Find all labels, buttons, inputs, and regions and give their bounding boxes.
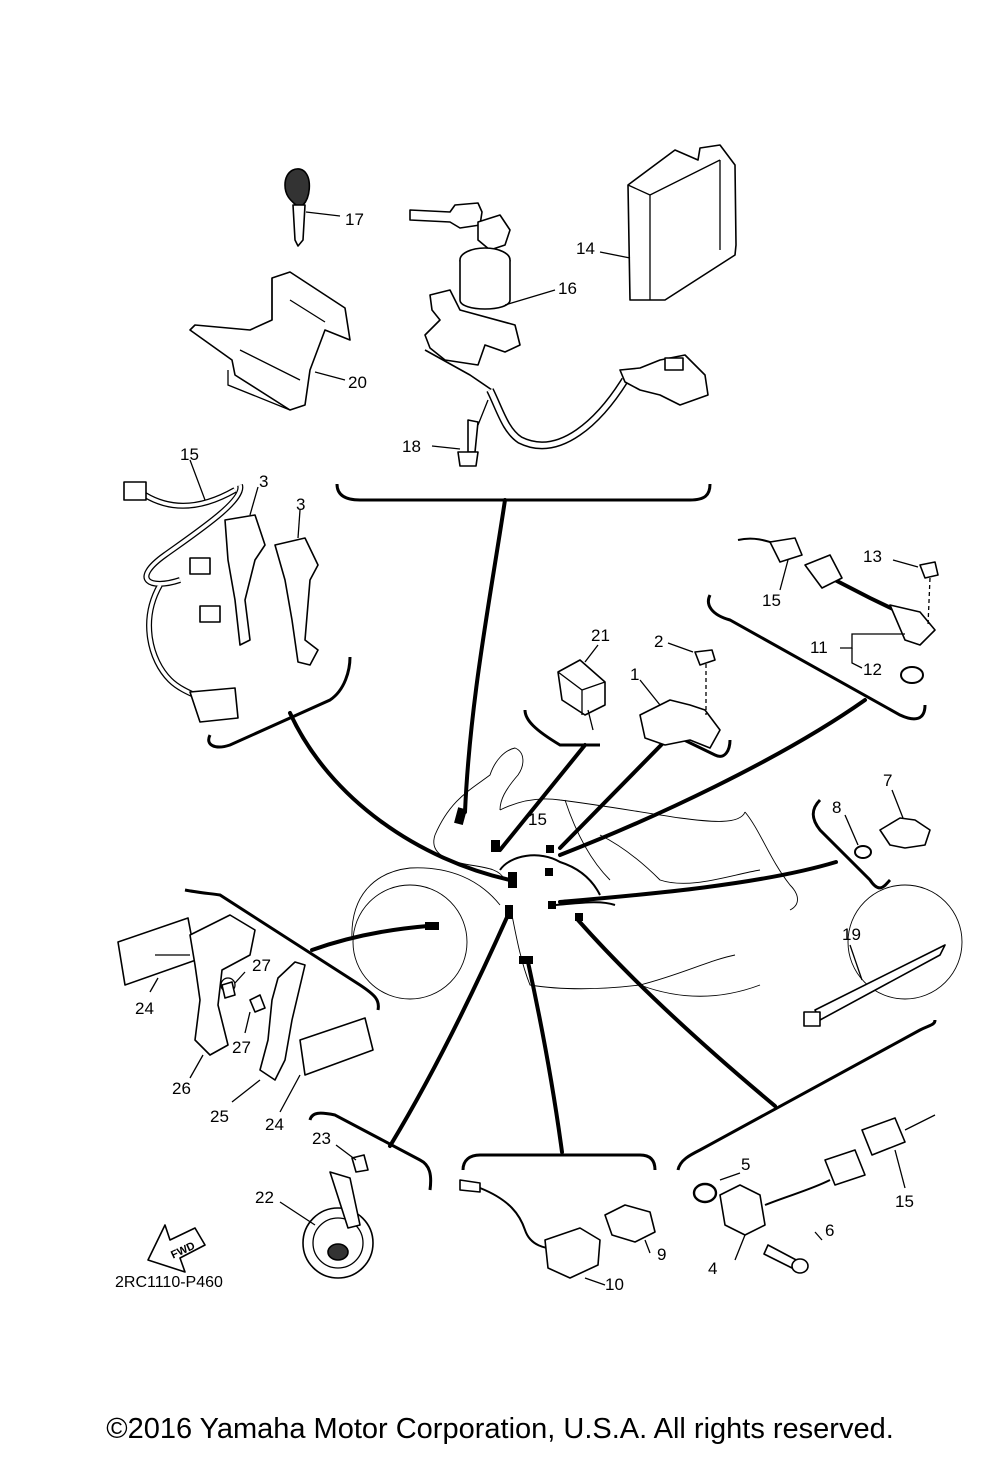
relay-part [557, 644, 606, 731]
callout-25: 25 [210, 1107, 229, 1126]
callout-8: 8 [832, 798, 841, 817]
ignition-switch-part [409, 202, 709, 467]
sensor-part-1 [639, 642, 721, 749]
callout-27-top: 27 [252, 956, 271, 975]
cable-tie-part [803, 944, 946, 1027]
group-brackets [184, 483, 937, 1191]
callout-9: 9 [657, 1245, 666, 1264]
callout-21: 21 [591, 626, 610, 645]
copyright-notice: ©2016 Yamaha Motor Corporation, U.S.A. A… [106, 1413, 894, 1445]
horn-part [279, 1144, 374, 1279]
callout-16: 16 [558, 279, 577, 298]
callout-2: 2 [654, 632, 663, 651]
callout-24-left: 24 [135, 999, 154, 1018]
callout-14: 14 [576, 239, 595, 258]
callout-24-right: 24 [265, 1115, 284, 1134]
callout-7: 7 [883, 771, 892, 790]
callout-15-bottom: 15 [895, 1192, 914, 1211]
callout-3-left: 3 [259, 472, 268, 491]
callout-23: 23 [312, 1129, 331, 1148]
callout-15-center: 15 [528, 810, 547, 829]
key-part [284, 168, 341, 247]
callout-6: 6 [825, 1221, 834, 1240]
callout-17: 17 [345, 210, 364, 229]
sensor-part-9-10 [459, 1179, 656, 1286]
callout-3-right: 3 [296, 495, 305, 514]
callout-11: 11 [810, 638, 828, 657]
callout-4: 4 [708, 1259, 717, 1278]
callout-18: 18 [402, 437, 421, 456]
callout-12: 12 [863, 660, 882, 679]
speed-sensor-part [737, 537, 939, 684]
callout-15-left: 15 [180, 445, 199, 464]
leader-lines [288, 498, 867, 1154]
holder-part [189, 271, 351, 411]
callout-22: 22 [255, 1188, 274, 1207]
ecu-part [599, 144, 737, 301]
callout-13: 13 [863, 547, 882, 566]
motorcycle-outline [351, 747, 963, 1000]
callout-20: 20 [348, 373, 367, 392]
sender-part-7-8 [844, 789, 931, 859]
callout-15-right: 15 [762, 591, 781, 610]
callout-19: 19 [842, 925, 861, 944]
harness-connector-marks [425, 807, 616, 964]
callout-5: 5 [741, 1155, 750, 1174]
diagram-code: 2RC1110-P460 [115, 1274, 223, 1291]
callout-26: 26 [172, 1079, 191, 1098]
callout-27-bottom: 27 [232, 1038, 251, 1057]
callout-labels: 17 20 16 18 14 15 3 3 21 2 1 13 15 11 12… [135, 210, 914, 1294]
fwd-arrow-icon: FWD [147, 1224, 206, 1273]
sensor-part-4-5-6 [692, 1114, 936, 1274]
callout-10: 10 [605, 1275, 624, 1294]
reflector-bracket-part [117, 914, 374, 1113]
ignition-coil-part [123, 459, 319, 723]
callout-1: 1 [630, 665, 639, 684]
